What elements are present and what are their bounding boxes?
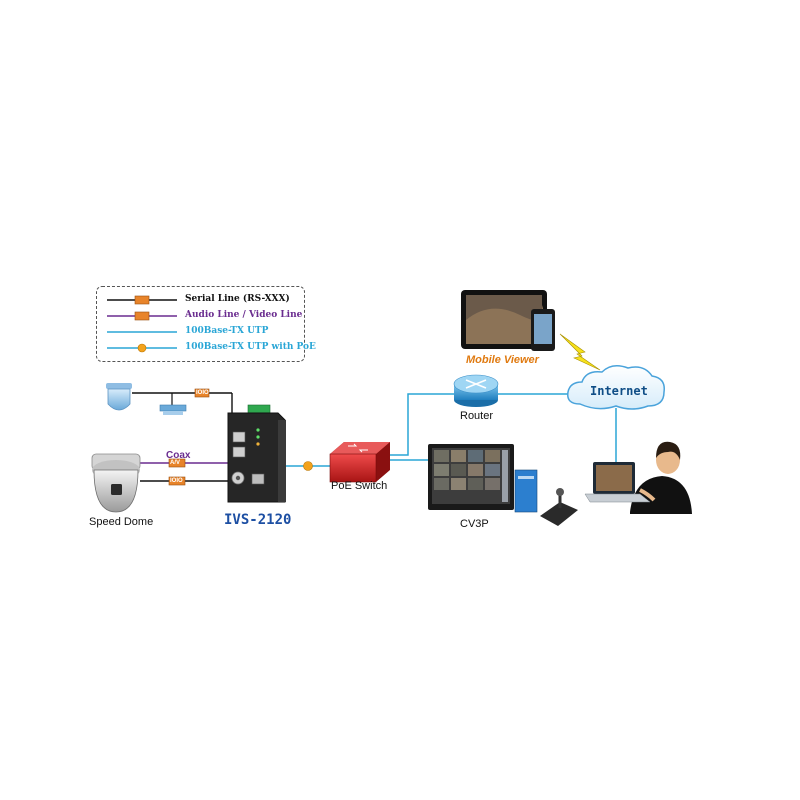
poe-switch-top: [330, 442, 390, 454]
legend: Serial Line (RS-XXX) Audio Line / Video …: [96, 286, 316, 362]
ceiling-camera-mount: [106, 383, 132, 389]
ceiling-camera: [106, 383, 132, 411]
legend-label-serial: Serial Line (RS-XXX): [185, 294, 290, 304]
internet-cloud-shape: [567, 365, 665, 410]
phone-screen: [534, 314, 552, 344]
alarm-sensor: [159, 404, 187, 415]
laptop-screen: [596, 465, 632, 491]
serial-tag-top-label: IOIO: [196, 390, 209, 396]
alarm-sensor-base: [163, 411, 183, 415]
legend-label-poe: 100Base-TX UTP with PoE: [185, 342, 316, 352]
mobile-devices: [461, 290, 555, 351]
poe-switch-arrows-icon: [348, 443, 368, 453]
ivs-rj45-port-2: [232, 446, 246, 458]
wireless-bolt-icon: [559, 333, 601, 371]
ivs-led-3: [256, 442, 260, 446]
serial-tag-label: IOIO: [170, 478, 183, 484]
ivs-2120-device: [227, 404, 286, 503]
mobile-viewer-label: Mobile Viewer: [466, 354, 539, 366]
user-hand: [639, 488, 656, 502]
av-tag: [168, 458, 186, 468]
laptop-base: [584, 493, 651, 503]
ivs-chassis: [227, 412, 286, 503]
utp-lines: [278, 393, 617, 471]
poe-switch: [329, 442, 390, 483]
coax-label: Coax: [166, 450, 191, 461]
line-tags: [168, 388, 210, 486]
av-tag-label: A/V: [170, 460, 181, 466]
legend-av-tag: [134, 311, 150, 321]
pc-drive-bay: [518, 476, 534, 479]
ivs-bnc-center: [235, 475, 241, 481]
router-label: Router: [460, 410, 494, 422]
ceiling-camera-body: [107, 388, 131, 411]
tablet-screen-image: [466, 305, 544, 344]
legend-poe-dot: [137, 343, 147, 353]
internet-cloud: [567, 365, 665, 410]
ivs-rj45-port-1: [232, 431, 246, 443]
utp-switch-router: [385, 393, 455, 456]
joystick-knob: [556, 488, 564, 496]
router-arrows-icon: [465, 379, 487, 389]
speed-dome-lens: [111, 484, 122, 495]
ivs-led-2: [256, 435, 260, 439]
serial-tag-dome: [168, 476, 186, 486]
legend-label-utp: 100Base-TX UTP: [185, 326, 269, 336]
ivs-led-1: [256, 428, 260, 432]
internet-label: Internet: [590, 384, 648, 398]
legend-serial-tag: [134, 295, 150, 305]
cv3p-station: [428, 444, 578, 526]
poe-switch-label: PoE Switch: [331, 480, 388, 492]
ivs-side-panel: [278, 420, 286, 502]
cv3p-video-tiles: [434, 450, 508, 502]
poe-switch-front: [329, 453, 377, 483]
cv3p-label: CV3P: [460, 518, 489, 530]
poe-dot: [303, 461, 313, 471]
user-body: [630, 476, 692, 514]
ivs-serial-port: [251, 473, 265, 485]
user-with-laptop: [584, 441, 692, 514]
router: [453, 374, 499, 407]
alarm-sensor-top: [159, 404, 187, 412]
device-model-label: IVS-2120: [224, 512, 292, 528]
serial-tag-top: [194, 388, 210, 398]
joystick-base: [540, 502, 578, 526]
speed-dome-camera: [91, 453, 141, 513]
user-hair: [656, 441, 681, 460]
legend-swatches: [107, 295, 177, 353]
speed-dome-label: Speed Dome: [89, 516, 154, 528]
pc-tower: [514, 469, 538, 513]
legend-label-av: Audio Line / Video Line: [185, 310, 303, 320]
